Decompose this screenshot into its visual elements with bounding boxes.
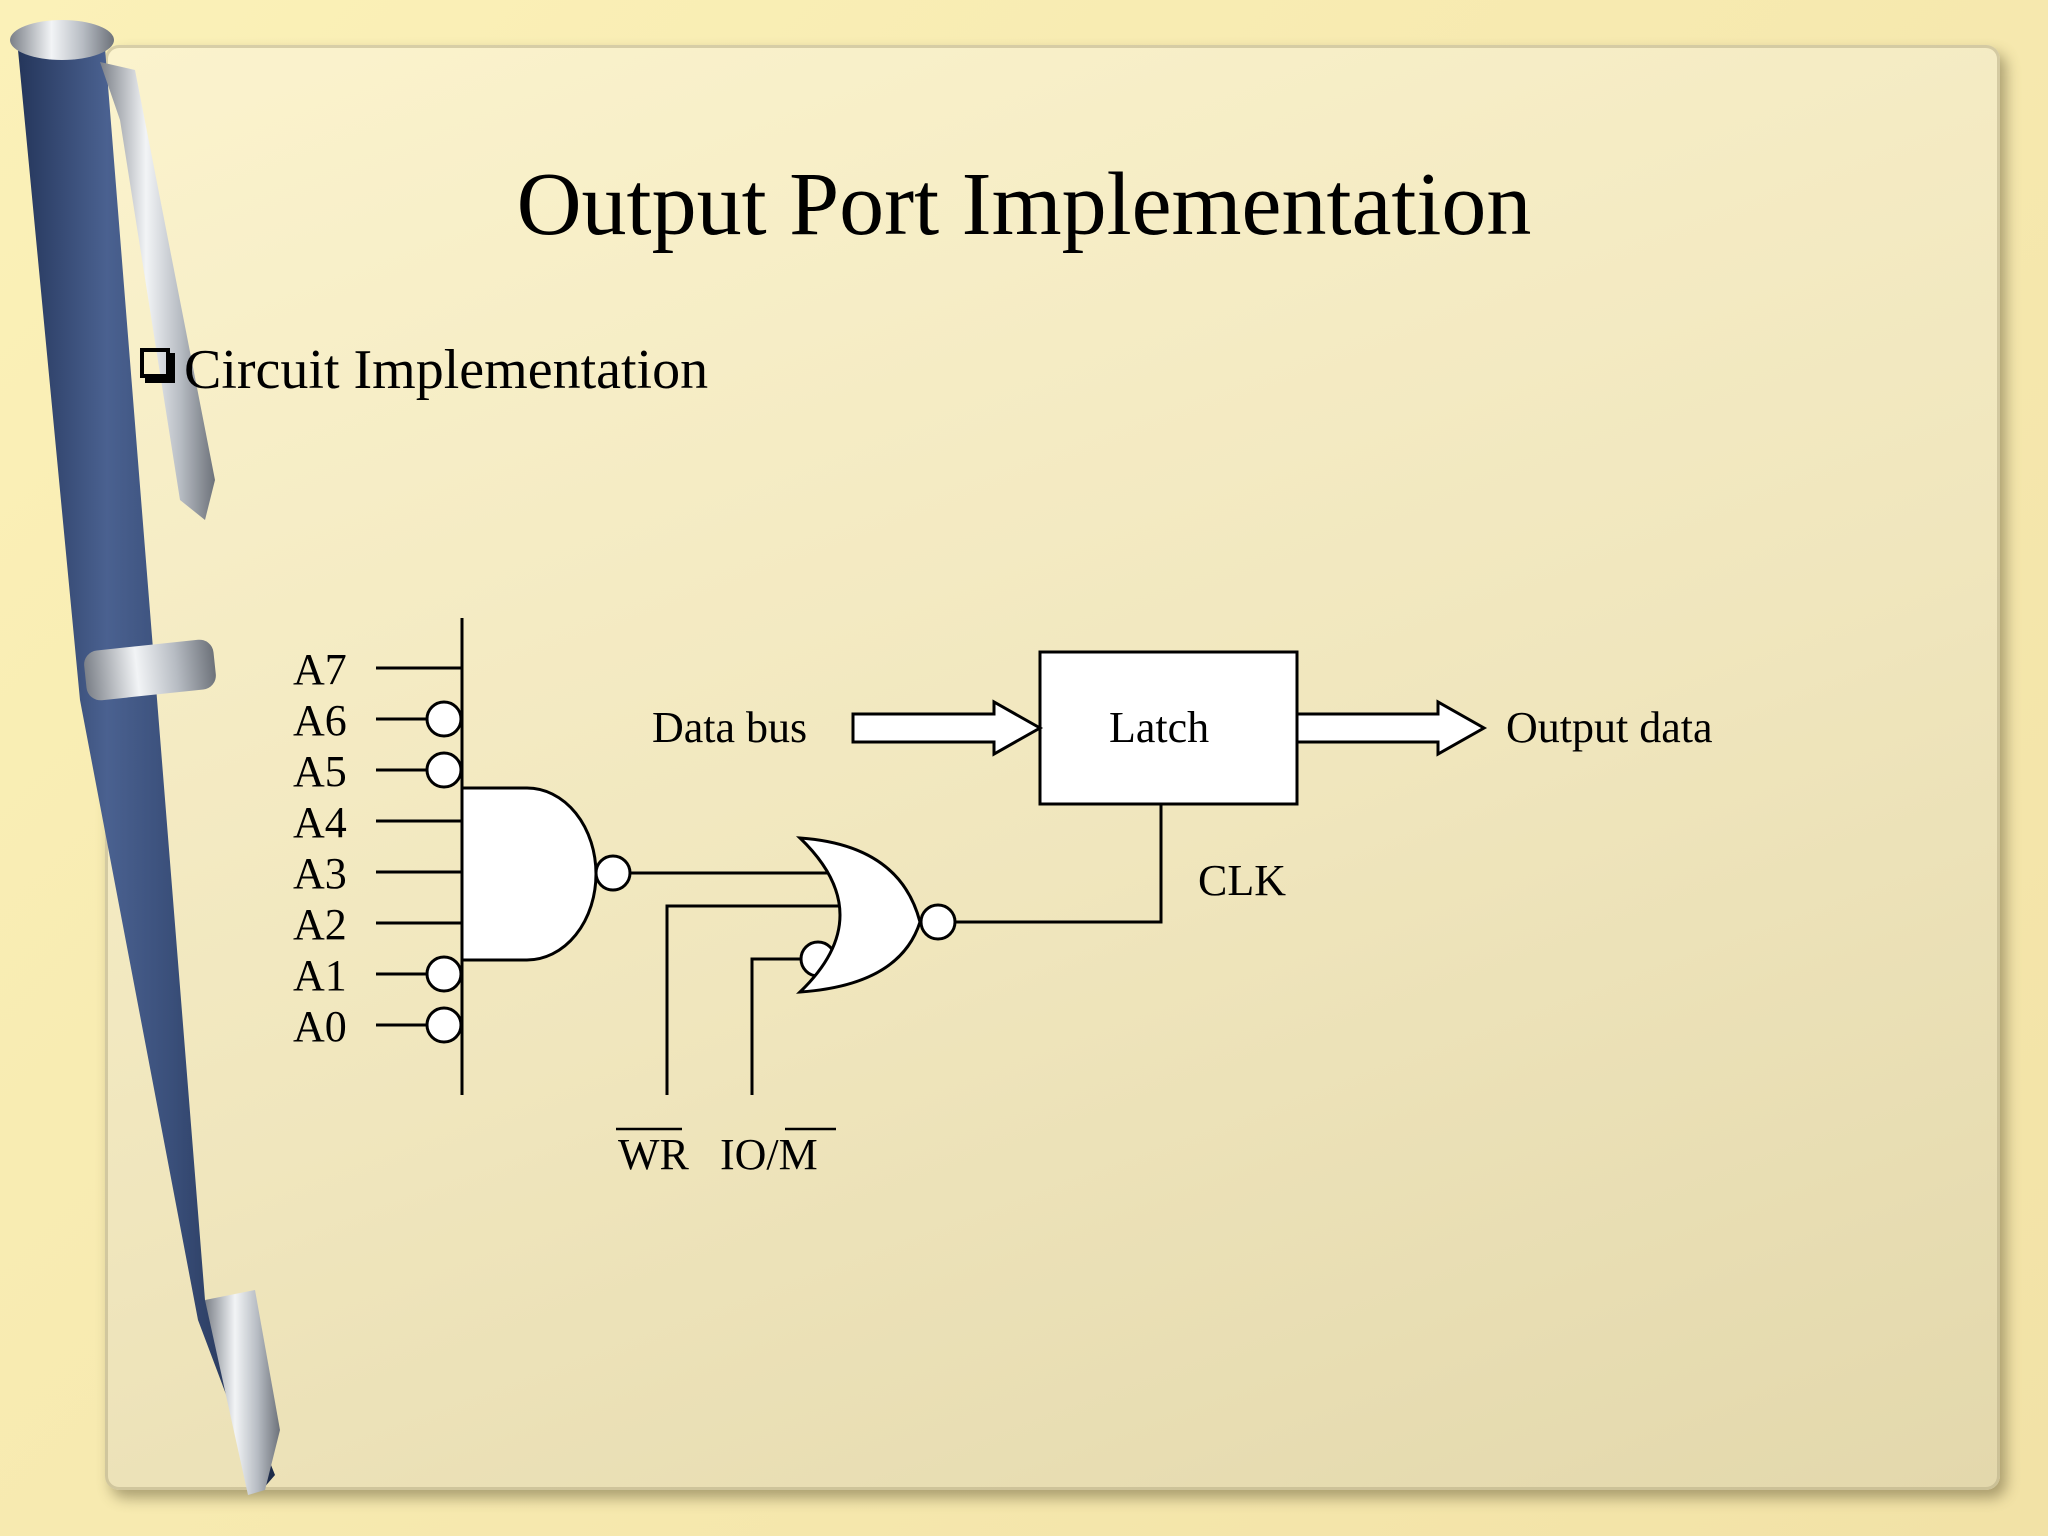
nand-gate [460, 786, 598, 962]
nand-output-bubble [594, 854, 632, 892]
address-label-a2: A2 [293, 900, 347, 949]
wr-label: WR [618, 1130, 690, 1179]
clk-wire [955, 804, 1163, 924]
latch-box [1038, 650, 1299, 806]
pen-illustration [10, 20, 280, 1495]
address-label-a4: A4 [293, 798, 347, 847]
address-label-a1: A1 [293, 951, 347, 1000]
slide-title: Output Port Implementation [516, 155, 1532, 254]
nor-gate [795, 836, 922, 994]
inverter-bubble-a1 [425, 955, 463, 993]
data-bus-arrow [851, 699, 1044, 757]
nor-output-bubble [919, 903, 957, 941]
clk-label: CLK [1198, 856, 1286, 905]
io-m-wire [750, 957, 801, 1095]
inverter-bubble-a5 [425, 751, 463, 789]
address-label-a5: A5 [293, 747, 347, 796]
address-label-a3: A3 [293, 849, 347, 898]
address-label-a6: A6 [293, 696, 347, 745]
output-data-label: Output data [1506, 703, 1713, 752]
bullet-item: Circuit Implementation [140, 335, 708, 405]
inverter-bubble-a6 [425, 700, 463, 738]
latch-label: Latch [1109, 703, 1209, 752]
data-bus-label: Data bus [652, 703, 807, 752]
wr-wire [665, 904, 850, 1095]
output-data-arrow [1295, 699, 1488, 757]
address-label-a7: A7 [293, 645, 347, 694]
io-m-label: IO/M [720, 1130, 818, 1179]
checkbox-bullet-icon [140, 348, 175, 383]
address-label-a0: A0 [293, 1002, 347, 1051]
inverter-bubble-a0 [425, 1006, 463, 1044]
bullet-text: Circuit Implementation [184, 339, 709, 401]
